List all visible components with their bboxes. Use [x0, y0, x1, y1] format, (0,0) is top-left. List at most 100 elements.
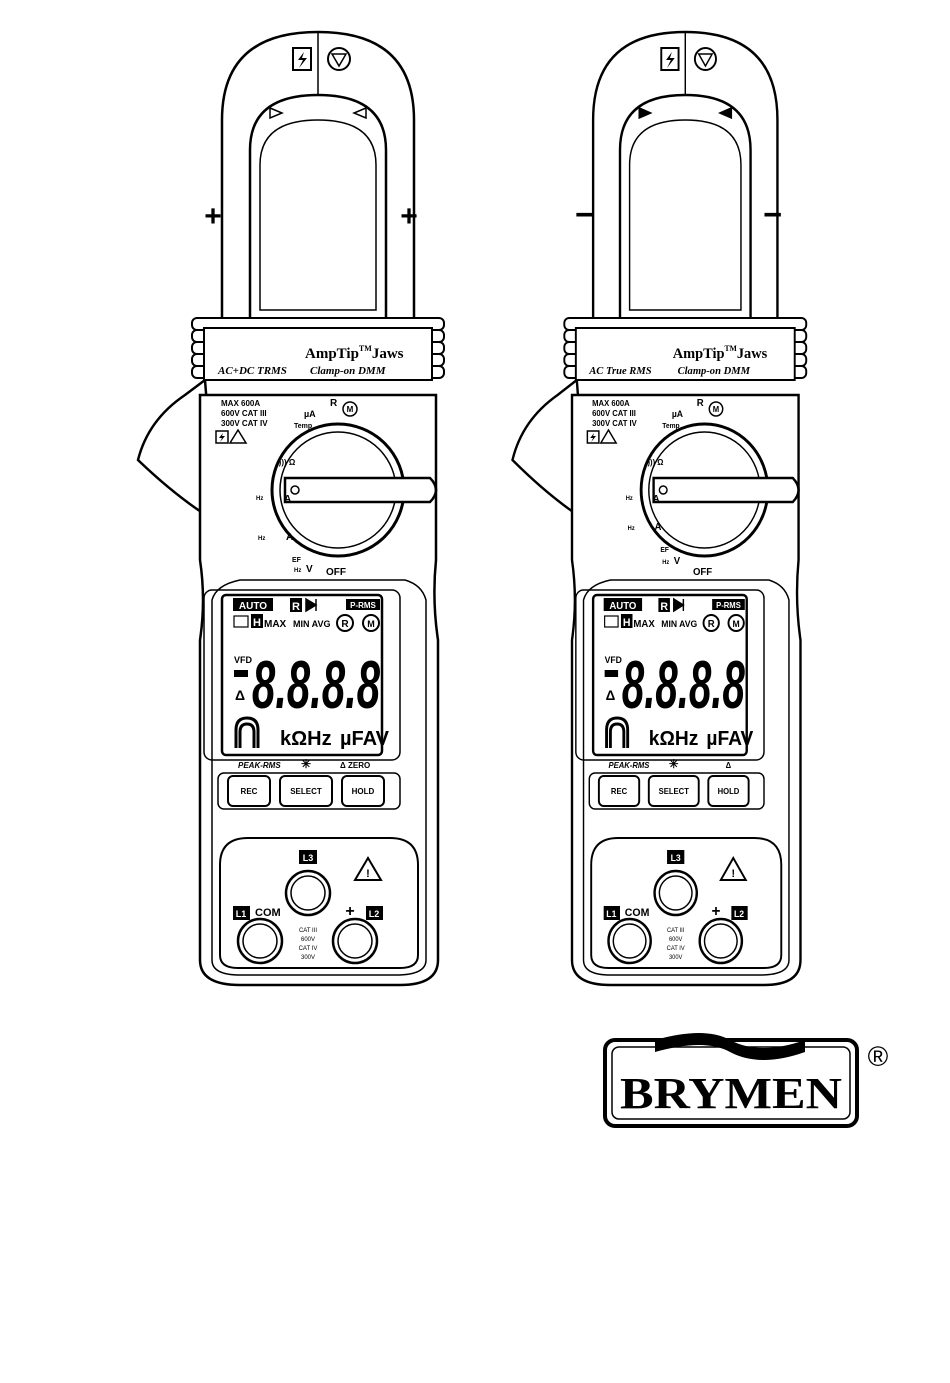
jaw-arrow-right-icon [352, 106, 367, 120]
dial-temp: Temp [662, 423, 679, 430]
backlight-icon: ✳ [301, 757, 311, 771]
mode-label: AC+DC TRMS [217, 365, 287, 377]
v600-label: 600V [301, 937, 315, 943]
dial-a2: A [655, 522, 662, 533]
com-label: COM [255, 907, 281, 919]
lcd-units-right: µFAV [340, 728, 390, 750]
com-label: COM [625, 907, 650, 919]
terminal-plus[interactable] [333, 919, 377, 963]
plus-label: + [345, 903, 354, 920]
lcd-delta: Δ [235, 687, 245, 703]
lcd-battery-icon [604, 615, 619, 628]
dial-a2: A [286, 532, 293, 543]
dial-v: V [306, 564, 313, 575]
select-button-label: SELECT [659, 787, 689, 796]
dial-a1: A [653, 494, 660, 505]
lcd-auto: AUTO [239, 601, 267, 612]
rating-cat4: 300V CAT IV [592, 419, 637, 428]
v300-label: 300V [301, 955, 315, 961]
dial-v: V [674, 556, 681, 567]
brand-name: AmpTipTMJaws [673, 344, 768, 362]
hold-button-label: HOLD [718, 787, 740, 796]
cat4-label: CAT IV [299, 946, 318, 952]
dial-rec-m: M [713, 405, 719, 414]
lcd-clamp-icon [605, 716, 630, 748]
l2-badge [731, 906, 748, 920]
v300-label: 300V [669, 955, 683, 961]
dial-temp: Temp [294, 423, 312, 430]
brymen-logo: BRYMEN ® [603, 1033, 889, 1128]
lcd-auto: AUTO [609, 601, 636, 612]
jaw-mark-right: − [763, 196, 782, 234]
jaw-mark-left: − [575, 196, 594, 234]
lcd-prms-bg [346, 599, 380, 610]
dial-rec-m-ring [708, 401, 724, 417]
lcd-h-bg [251, 614, 263, 628]
lcd-rec-r: R [341, 619, 349, 630]
l1-label: L1 [606, 909, 616, 919]
label-zero: Δ ZERO [340, 761, 370, 770]
lcd-h: H [623, 617, 631, 629]
lcd-rec-r: R [708, 619, 715, 630]
backlight-icon: ✳ [669, 758, 679, 771]
terminal-com[interactable] [608, 919, 650, 963]
rating-max: MAX 600A [221, 399, 260, 408]
jaw-mark-right: + [400, 200, 418, 233]
rating-cat4: 300V CAT IV [221, 419, 268, 428]
lcd-rec-m-ring [727, 614, 745, 632]
dial-ef: EF [292, 557, 302, 564]
hold-button-label: HOLD [352, 787, 375, 796]
dial-rec-m: M [347, 405, 354, 414]
rating-cat3: 600V CAT III [221, 409, 267, 418]
logo-wave-icon [655, 1033, 805, 1060]
lcd-min-avg: MIN AVG [293, 619, 331, 629]
lcd-max: MAX [633, 619, 655, 630]
l2-label: L2 [369, 909, 380, 919]
lcd-digits: 8.8.8.8 [252, 647, 380, 723]
dial-hz-a2: Hz [628, 526, 635, 532]
dial-hz-a1: Hz [626, 496, 633, 502]
jaw-mark-left: + [204, 200, 222, 233]
lcd-rec-r-ring [336, 614, 354, 632]
l3-label: L3 [303, 853, 314, 863]
lcd-minus-sign [604, 670, 619, 677]
l3-badge [299, 850, 317, 864]
l2-badge [366, 906, 383, 920]
l3-badge [667, 850, 685, 864]
cat4-label: CAT IV [667, 946, 685, 952]
dial-dc-ua: µA [672, 409, 684, 419]
label-peak-rms: PEAK-RMS [608, 761, 650, 770]
select-button-label: SELECT [290, 787, 322, 796]
rating-max: MAX 600A [592, 399, 630, 408]
lcd-r: R [292, 601, 300, 613]
lcd-units-right: µFAV [706, 728, 753, 750]
lcd-vfd: VFD [605, 655, 622, 665]
terminal-l3[interactable] [655, 871, 697, 915]
terminal-plus[interactable] [700, 919, 742, 963]
meter-acdc: + + AmpTipTMJaws AC+DC TRMS Clamp-on DMM… [136, 30, 446, 987]
product-type: Clamp-on DMM [310, 365, 387, 377]
dial-ef: EF [660, 547, 669, 554]
registered-mark: ® [868, 1041, 889, 1072]
terminal-l3[interactable] [286, 871, 330, 915]
label-delta: Δ [726, 761, 732, 770]
product-type: Clamp-on DMM [678, 365, 751, 377]
rec-button-label: REC [611, 787, 628, 796]
dial-ohm: ·))) Ω [645, 458, 664, 467]
plus-label: + [712, 903, 721, 920]
lcd-rec-r-ring [702, 614, 720, 632]
lcd-prms: P-RMS [350, 601, 376, 610]
label-peak-rms: PEAK-RMS [238, 761, 281, 770]
l1-label: L1 [236, 909, 247, 919]
lcd-diode-icon [305, 597, 318, 613]
terminal-com[interactable] [238, 919, 282, 963]
lcd-h: H [253, 617, 261, 629]
dial-hz-a1: Hz [256, 496, 263, 502]
lcd-min-avg: MIN AVG [661, 619, 697, 629]
dial-ohm: ·))) Ω [276, 458, 296, 467]
dial-rec-m-ring [342, 401, 358, 417]
lcd-units-mid: kΩHz [649, 728, 699, 750]
lcd-prms: P-RMS [716, 601, 741, 610]
l1-badge [603, 906, 620, 920]
